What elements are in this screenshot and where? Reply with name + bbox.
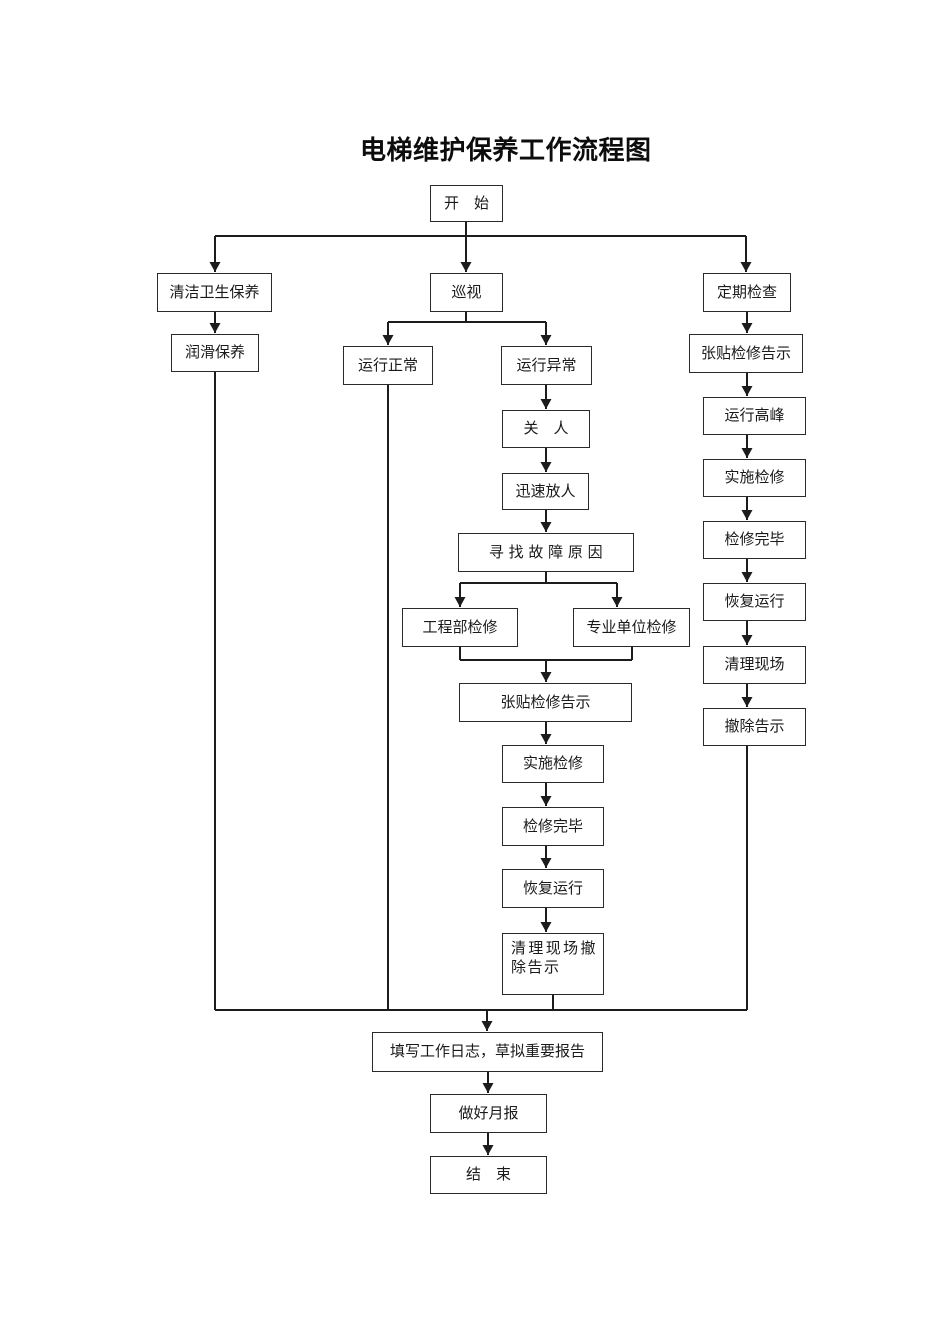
flow-node-patrol: 巡视 [430,273,503,312]
flow-node-clean-site-right: 清理现场 [703,646,806,684]
flow-node-eng-dept: 工程部检修 [402,608,518,647]
flow-node-lubricate: 润滑保养 [171,334,259,372]
flow-node-post-notice-right: 张贴检修告示 [689,334,803,373]
flow-node-start: 开 始 [430,185,503,222]
flow-node-resume-center: 恢复运行 [502,869,604,908]
flow-node-peak: 运行高峰 [703,397,806,435]
flow-node-find-cause: 寻 找 故 障 原 因 [458,533,634,572]
flow-node-complete-center: 检修完毕 [502,807,604,846]
flow-node-resume-right: 恢复运行 [703,583,806,621]
flow-node-monthly-report: 做好月报 [430,1094,547,1133]
flow-node-implement-right: 实施检修 [703,459,806,497]
flow-node-run-normal: 运行正常 [343,346,433,385]
flow-node-end: 结 束 [430,1156,547,1194]
flow-node-remove-notice-right: 撤除告示 [703,708,806,746]
flow-node-complete-right: 检修完毕 [703,521,806,559]
flow-node-clean-remove: 清理现场撤除告示 [502,933,604,995]
flow-node-run-abnormal: 运行异常 [501,346,592,385]
flow-node-pro-unit: 专业单位检修 [573,608,690,647]
page-title: 电梯维护保养工作流程图 [360,135,652,165]
flow-node-post-notice-center: 张贴检修告示 [459,683,632,722]
flow-node-periodic: 定期检查 [703,273,791,312]
flow-node-release-people: 迅速放人 [502,473,589,510]
flow-node-clean: 清洁卫生保养 [157,273,272,312]
flow-node-shut-people: 关 人 [502,410,590,448]
flow-node-fill-log: 填写工作日志，草拟重要报告 [372,1032,603,1072]
flow-node-implement-center: 实施检修 [502,745,604,783]
